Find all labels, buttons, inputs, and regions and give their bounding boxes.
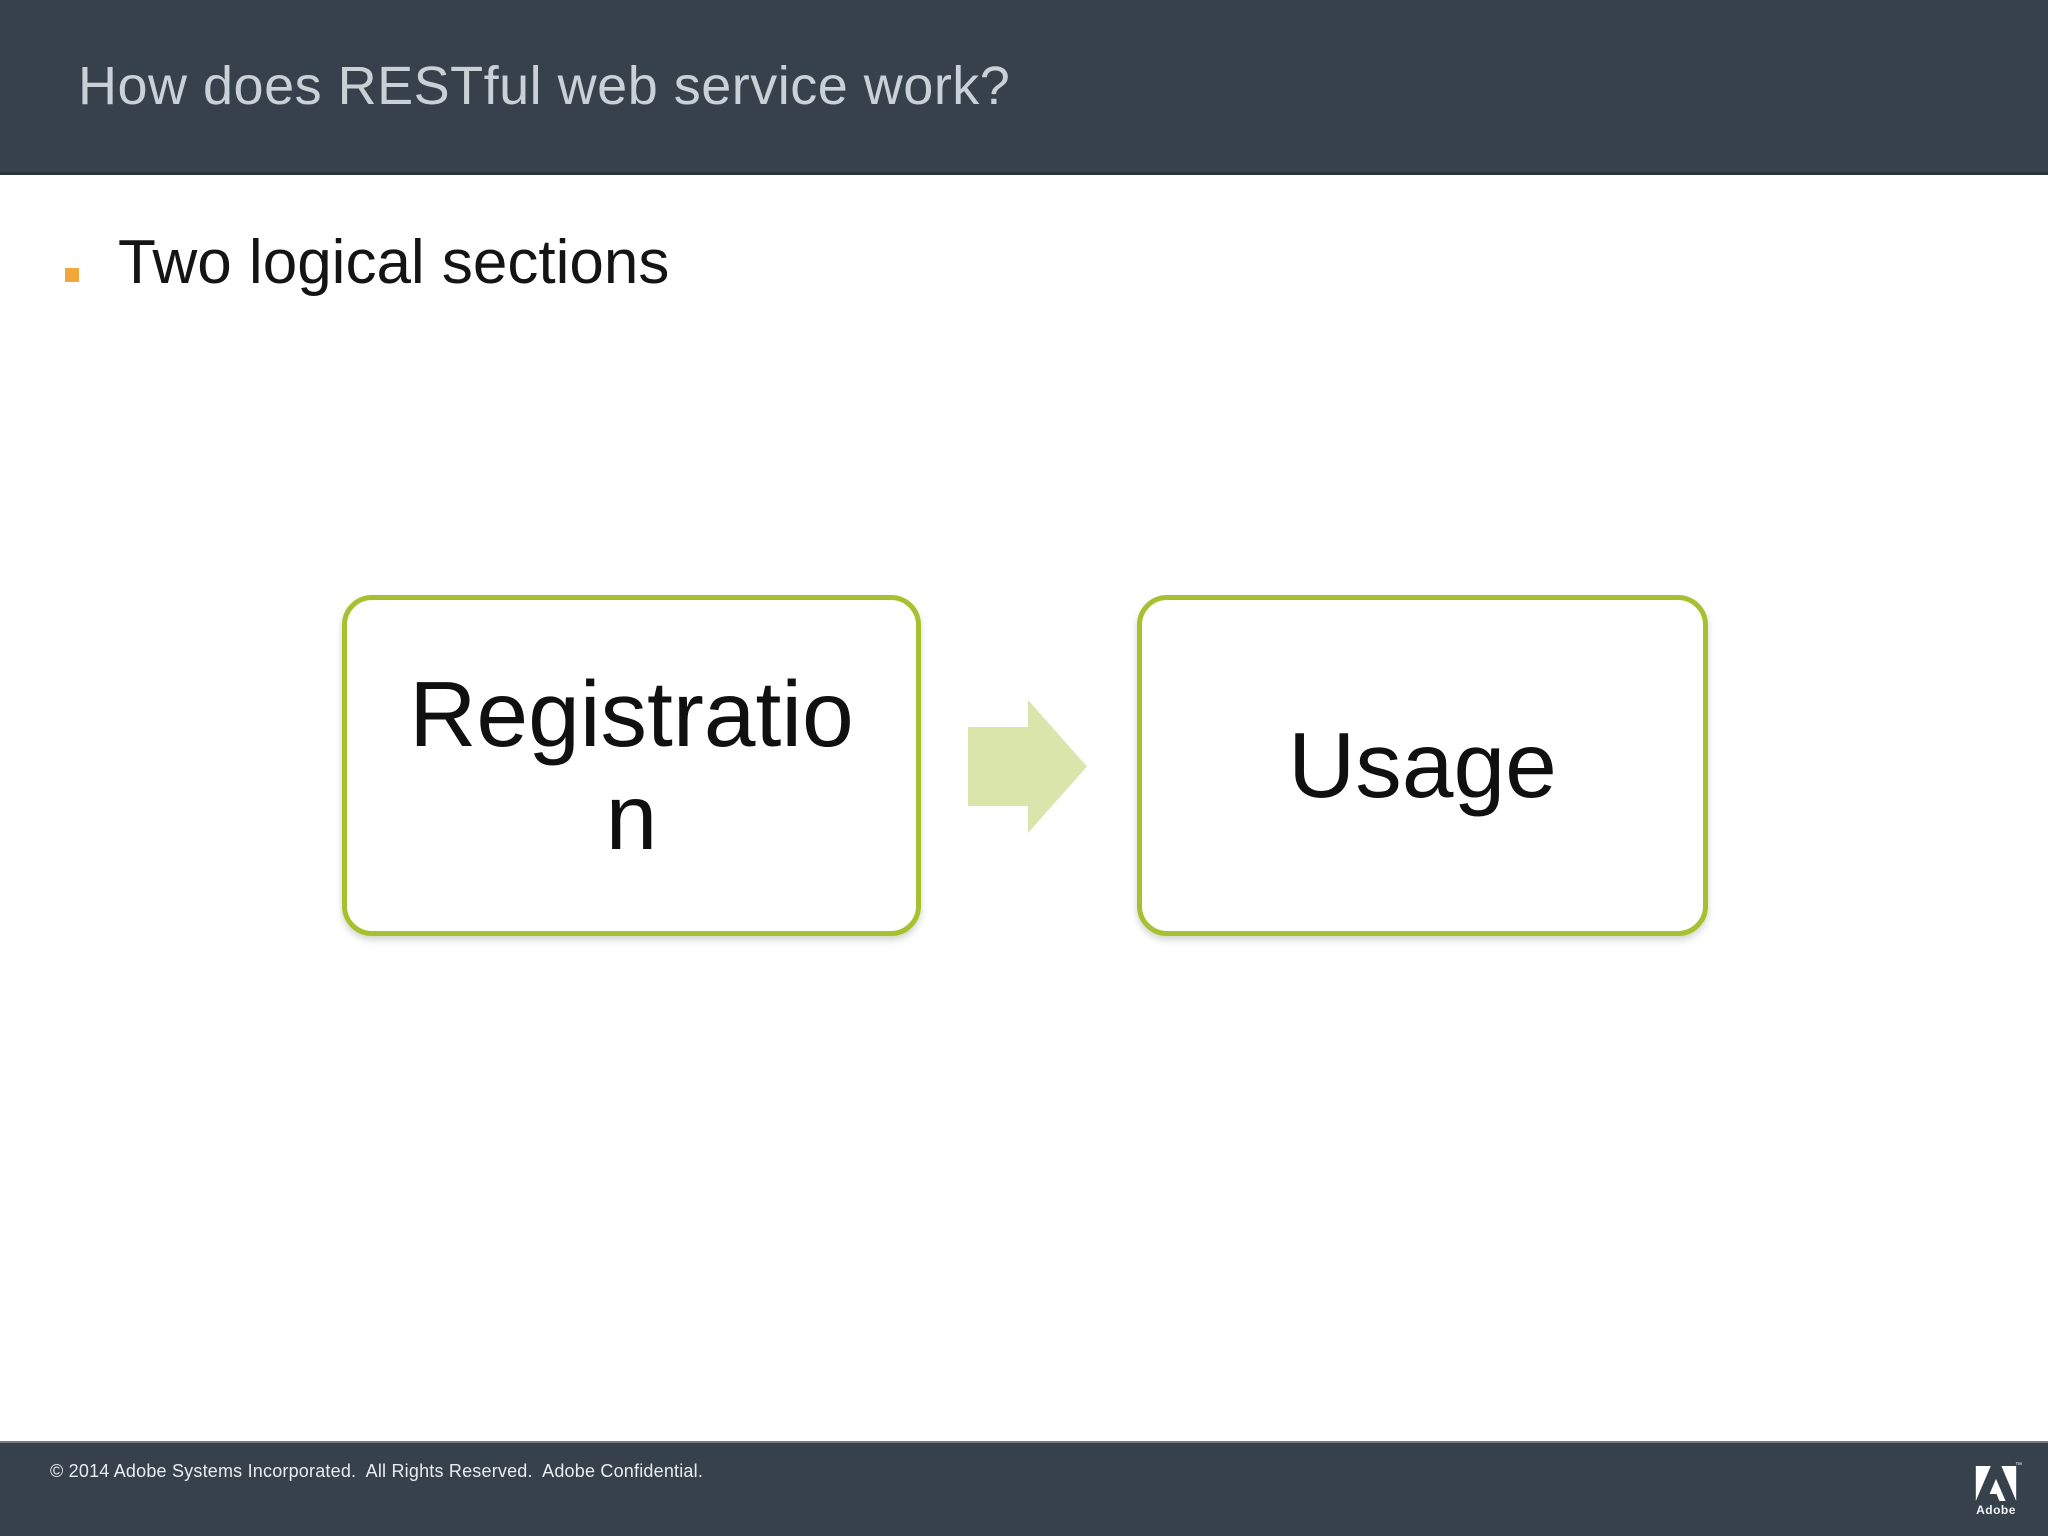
- slide-title: How does RESTful web service work?: [78, 56, 1011, 116]
- bullet-text: Two logical sections: [118, 228, 670, 297]
- adobe-logo: ™ Adobe: [1972, 1462, 2022, 1517]
- usage-box-label: Usage: [1288, 713, 1557, 818]
- adobe-wordmark: Adobe: [1976, 1503, 2016, 1517]
- registration-box-label: Registratio n: [409, 662, 854, 869]
- trademark-symbol: ™: [2015, 1462, 2022, 1469]
- registration-box: Registratio n: [342, 595, 921, 936]
- usage-box: Usage: [1137, 595, 1708, 936]
- slide-header: How does RESTful web service work?: [0, 0, 2048, 175]
- copyright-text: © 2014 Adobe Systems Incorporated. All R…: [50, 1461, 704, 1481]
- right-arrow-icon: [968, 700, 1087, 833]
- bullet-square-icon: [65, 268, 79, 282]
- slide-footer: © 2014 Adobe Systems Incorporated. All R…: [0, 1441, 2048, 1536]
- adobe-a-icon: [1975, 1466, 2017, 1501]
- bullet-row: Two logical sections: [65, 232, 669, 294]
